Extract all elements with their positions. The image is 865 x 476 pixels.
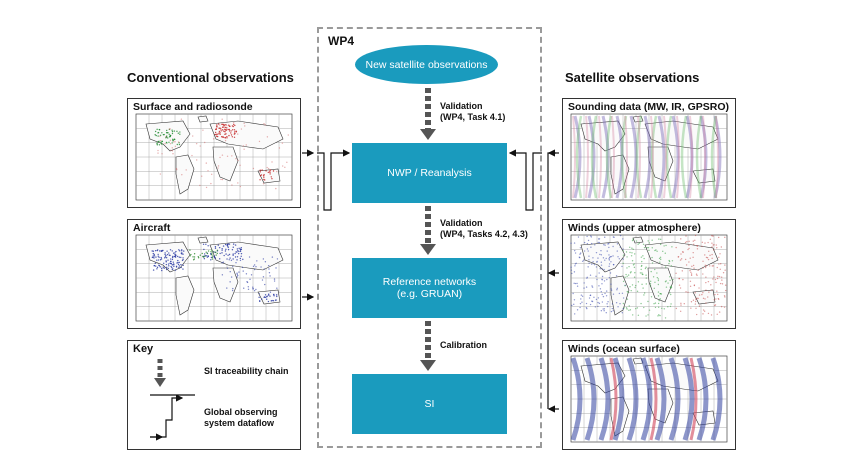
wp4-container xyxy=(317,27,542,448)
si-box: SI xyxy=(352,374,507,434)
reference-networks-label: Reference networks xyxy=(382,276,477,288)
key-dataflow-symbol xyxy=(150,394,195,441)
new-satellite-observations-node: New satellite observations xyxy=(355,45,498,84)
si-label: SI xyxy=(424,398,435,410)
winds-upper-panel: Winds (upper atmosphere) xyxy=(562,219,736,329)
left-dataflow-lines xyxy=(302,149,351,301)
surface-radiosonde-title: Surface and radiosonde xyxy=(133,101,253,113)
reference-networks-example: (e.g. GRUAN) xyxy=(396,288,463,300)
validation-step-2-task: (WP4, Tasks 4.2, 4.3) xyxy=(440,229,528,239)
satellite-observations-heading: Satellite observations xyxy=(565,70,700,85)
aircraft-title: Aircraft xyxy=(133,222,171,234)
aircraft-map xyxy=(135,234,293,322)
reference-networks-box: Reference networks (e.g. GRUAN) xyxy=(352,258,507,318)
aircraft-panel: Aircraft xyxy=(127,219,301,329)
wp4-label: WP4 xyxy=(328,34,355,48)
nwp-reanalysis-box: NWP / Reanalysis xyxy=(352,143,507,203)
key-dataflow-line2: system dataflow xyxy=(204,418,275,428)
validation-step-2: Validation (WP4, Tasks 4.2, 4.3) xyxy=(440,218,528,240)
winds-ocean-title: Winds (ocean surface) xyxy=(568,343,680,355)
winds-upper-map xyxy=(570,234,728,322)
validation-step-1: Validation (WP4, Task 4.1) xyxy=(440,101,505,123)
sounding-data-title: Sounding data (MW, IR, GPSRO) xyxy=(568,101,729,113)
surface-radiosonde-map xyxy=(135,113,293,201)
key-dashed-arrowhead xyxy=(154,378,166,387)
key-title: Key xyxy=(133,343,154,355)
surface-radiosonde-panel: Surface and radiosonde xyxy=(127,98,301,208)
dashed-arrowhead-1 xyxy=(420,129,436,140)
sounding-data-map xyxy=(570,113,728,201)
key-dataflow-line1: Global observing xyxy=(204,407,278,417)
validation-step-1-task: (WP4, Task 4.1) xyxy=(440,112,506,122)
nwp-reanalysis-label: NWP / Reanalysis xyxy=(387,167,472,179)
winds-ocean-map xyxy=(570,355,728,443)
sounding-data-panel: Sounding data (MW, IR, GPSRO) xyxy=(562,98,736,208)
conventional-observations-heading: Conventional observations xyxy=(127,70,294,85)
validation-step-2-title: Validation xyxy=(440,218,483,228)
winds-upper-title: Winds (upper atmosphere) xyxy=(568,222,701,234)
dashed-arrowhead-3 xyxy=(420,360,436,371)
key-si-chain-label: SI traceability chain xyxy=(204,366,289,376)
new-satellite-observations-label: New satellite observations xyxy=(365,58,488,71)
right-dataflow-lines xyxy=(508,149,559,413)
validation-step-1-title: Validation xyxy=(440,101,483,111)
winds-ocean-panel: Winds (ocean surface) xyxy=(562,340,736,450)
key-dataflow-label: Global observing system dataflow xyxy=(204,407,278,429)
dashed-arrowhead-2 xyxy=(420,244,436,255)
calibration-step: Calibration xyxy=(440,340,488,350)
